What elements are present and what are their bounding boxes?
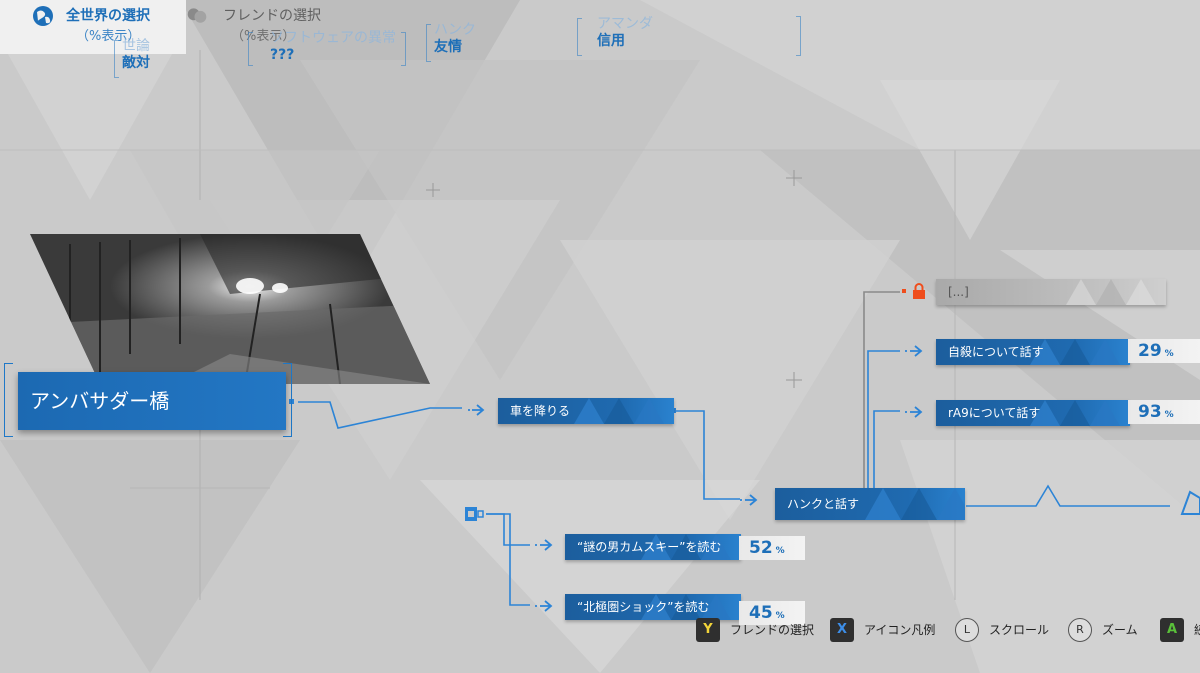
control-friend-choices[interactable]: Y フレンドの選択 [696,618,821,642]
stat-label: アマンダ [597,16,653,32]
percent-value: 29 [1138,341,1162,361]
tab-friend-title: フレンドの選択 [223,8,321,24]
lock-icon [912,283,926,299]
control-label: アイコン凡例 [864,623,936,637]
stat-hank: ハンク 友情 [426,22,476,62]
button-x-icon: X [830,618,854,642]
percent-ra9: 93% [1128,400,1200,424]
node-label: rA9について話す [948,406,1041,420]
tab-friend-subtitle: （%表示） [231,29,296,44]
tab-friend-choices[interactable]: フレンドの選択 （%表示） [186,0,356,54]
button-y-icon: Y [696,618,720,642]
friends-icon [187,8,207,23]
stat-public-opinion: 世論 敵対 [114,38,150,78]
magazine-icon [465,507,484,521]
percent-unit: % [775,611,785,621]
control-continue[interactable]: A 続 [1160,618,1200,642]
node-pattern [865,488,965,520]
node-talk-about-suicide[interactable]: 自殺について話す [936,339,1130,365]
node-locked-choice: [...] [936,279,1166,305]
stat-amanda: アマンダ 信用 [577,16,801,56]
node-label: [...] [948,285,969,299]
node-label: 車を降りる [510,404,571,418]
node-pattern [574,398,664,424]
percent-value: 52 [749,538,773,558]
control-label: ズーム [1102,623,1138,637]
node-pattern [641,594,731,620]
stat-value: ??? [270,47,295,63]
percent-value: 45 [749,603,773,623]
percent-unit: % [1164,410,1174,420]
node-label: “謎の男カムスキー”を読む [577,540,722,554]
stat-value: 敵対 [122,55,150,71]
node-talk-to-hank[interactable]: ハンクと話す [775,488,965,520]
node-pattern [1030,339,1120,365]
percent-value: 93 [1138,402,1162,422]
stat-label: 世論 [122,38,150,54]
globe-icon [33,6,53,26]
control-label: スクロール [989,623,1050,637]
button-a-icon: A [1160,618,1184,642]
control-icon-legend[interactable]: X アイコン凡例 [830,618,950,642]
node-read-arctic-magazine[interactable]: “北極圏ショック”を読む [565,594,741,620]
stat-value: 信用 [597,33,625,49]
tab-world-choices[interactable]: 全世界の選択 （%表示） [0,0,186,54]
stat-label: ハンク [434,22,476,38]
left-stick-icon: L [955,618,979,642]
node-pattern [1066,279,1156,305]
percent-suicide: 29% [1128,339,1200,363]
percent-arctic: 45% [739,601,805,625]
stat-label: ソフトウェアの異常 [270,30,396,46]
node-get-out-of-car[interactable]: 車を降りる [498,398,674,424]
stat-software-instability: ソフトウェアの異常 ??? [248,30,406,66]
control-scroll[interactable]: L スクロール [955,618,1055,642]
percent-kamski: 52% [739,536,805,560]
chapter-title: アンバサダー橋 [18,372,286,430]
control-zoom[interactable]: R ズーム [1068,618,1153,642]
chapter-scene-image [30,234,430,384]
node-pattern [1030,400,1120,426]
node-label: “北極圏ショック”を読む [577,600,710,614]
percent-unit: % [775,546,785,556]
node-label: ハンクと話す [787,497,860,511]
tab-world-subtitle: （%表示） [76,29,141,44]
node-label: 自殺について話す [948,345,1044,359]
tab-world-title: 全世界の選択 [66,8,150,24]
node-read-kamski-magazine[interactable]: “謎の男カムスキー”を読む [565,534,741,560]
percent-unit: % [1164,349,1174,359]
control-label: 続 [1194,618,1200,642]
control-label: フレンドの選択 [730,623,815,637]
right-stick-icon: R [1068,618,1092,642]
node-talk-about-ra9[interactable]: rA9について話す [936,400,1130,426]
node-pattern [641,534,731,560]
chapter-title-panel: アンバサダー橋 [4,363,292,437]
stat-value: 友情 [434,39,462,55]
